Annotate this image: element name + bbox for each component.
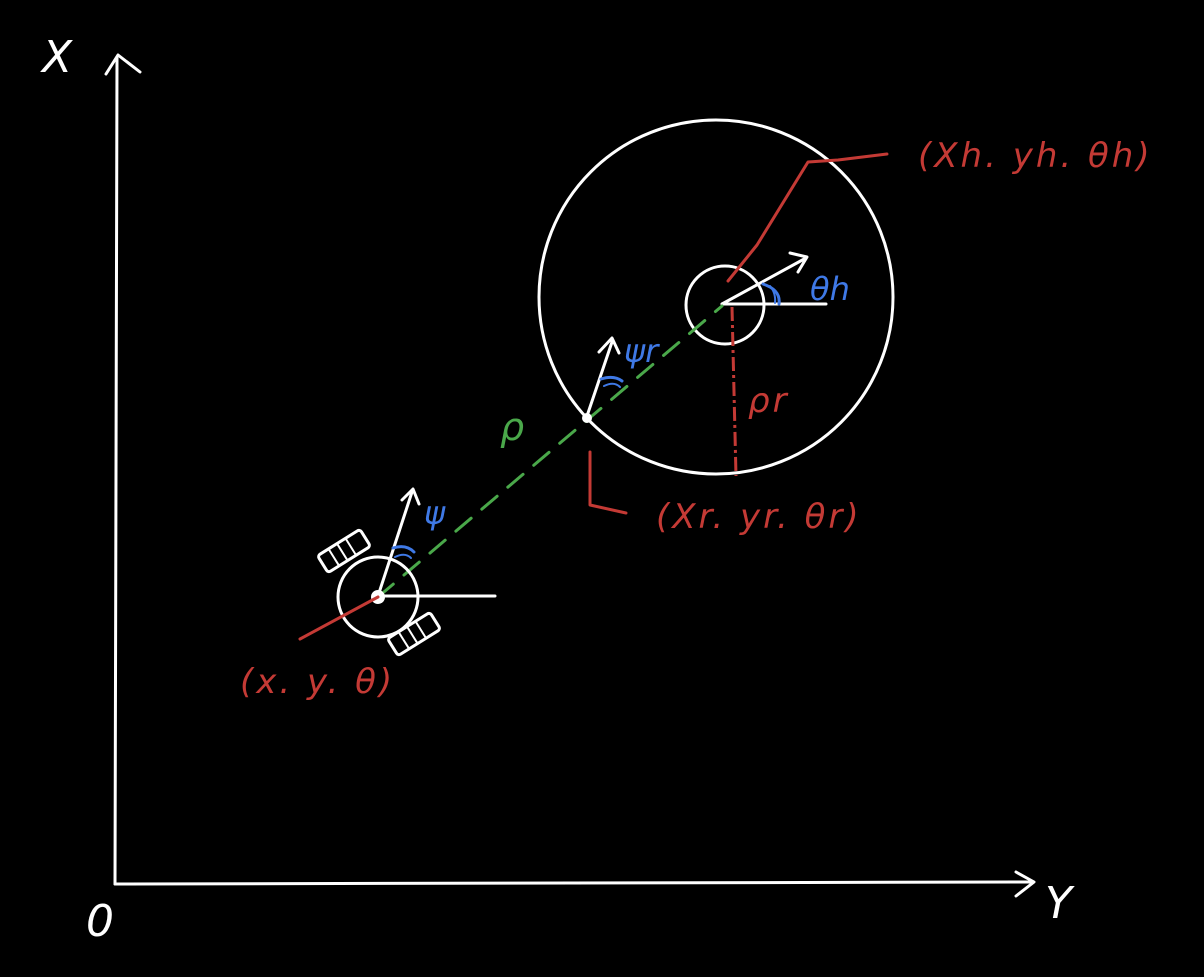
human-heading-arc — [761, 282, 781, 306]
origin-label: 0 — [86, 896, 114, 947]
robot-left-wheel — [317, 528, 371, 574]
distance-label: ρ — [500, 405, 524, 449]
reference-heading-arc-inner — [603, 382, 621, 388]
distance-line — [376, 304, 724, 599]
robot-heading-arrow — [376, 487, 421, 598]
human-pose-label: (Xh. yh. θh) — [918, 136, 1153, 176]
human-heading-arc-inner — [769, 285, 777, 304]
radius-label: ρr — [748, 381, 790, 421]
horizontal-axis-label: Y — [1045, 878, 1075, 929]
horizontal-axis-arrowhead — [1014, 870, 1036, 898]
robot-heading-arc — [391, 545, 416, 554]
human-heading-label: θh — [810, 270, 850, 308]
vertical-axis — [113, 56, 119, 886]
robot — [298, 487, 497, 657]
horizontal-axis — [113, 880, 1034, 886]
reference-pose-label: (Xr. yr. θr) — [656, 497, 862, 537]
reference-point — [582, 413, 592, 423]
reference-heading-arc — [599, 375, 624, 383]
vertical-axis-label: X — [40, 32, 73, 83]
human-pose-leader-line — [726, 152, 889, 283]
robot-heading-label: ψ — [424, 494, 446, 532]
reference-pose-leader-line — [588, 450, 628, 515]
robot-pose-label: (x. y. θ) — [240, 662, 395, 702]
robot-pose-leader-line — [298, 595, 380, 641]
robot-heading-arc-inner — [394, 553, 412, 559]
vertical-axis-arrowhead — [104, 53, 142, 76]
reference-heading-label: ψr — [624, 332, 660, 370]
human-heading-arrow — [720, 251, 809, 306]
axes — [104, 53, 1036, 898]
radius-line — [730, 306, 738, 477]
human-zone-outer-circle — [537, 118, 895, 476]
robot-right-wheel — [387, 611, 441, 657]
